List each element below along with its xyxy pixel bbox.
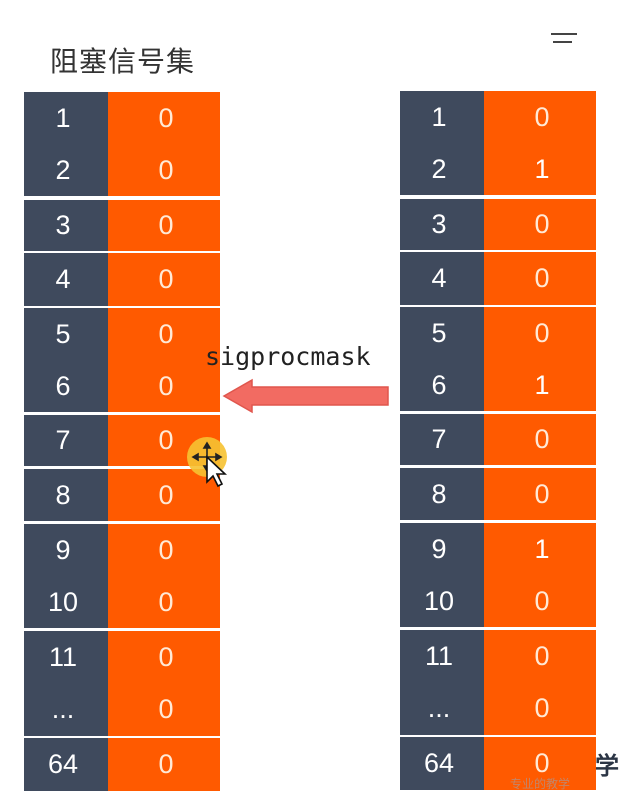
page-title: 阻塞信号集 [50,45,196,78]
signal-index: 9 [400,523,484,575]
signal-bit: 0 [108,253,220,306]
signal-bit: 1 [484,143,596,195]
watermark-text: 专业的教学 [510,777,571,791]
signal-index: 11 [24,631,108,683]
signal-bit: 0 [484,630,596,682]
signal-bit: 0 [484,199,596,250]
signal-index: ... [24,683,108,736]
signal-index: 10 [24,576,108,628]
signal-index: 6 [24,360,108,412]
signal-bit: 0 [108,631,220,683]
signal-bit: 0 [484,737,596,790]
signal-bit: 0 [108,576,220,628]
arrow-shape [222,378,389,414]
signal-index: 5 [400,307,484,359]
left-arrow-icon [222,378,389,414]
signal-bit: 0 [108,360,220,412]
signal-bit: 0 [108,738,220,791]
signal-index: 1 [400,91,484,143]
signal-index: ... [400,682,484,735]
signal-bit: 0 [484,91,596,143]
signal-bit: 0 [484,414,596,465]
signal-bit: 0 [108,92,220,144]
signal-bit: 0 [108,308,220,360]
signal-index: 7 [400,414,484,465]
signal-bit: 0 [484,307,596,359]
signal-index: 6 [400,359,484,411]
signal-bit: 0 [108,469,220,521]
signal-index: 1 [24,92,108,144]
watermark: 学 专业的教学 [440,740,625,800]
signal-bit: 0 [484,468,596,520]
signal-index: 7 [24,415,108,466]
table-row: ...0 [400,682,596,735]
signal-index: 10 [400,575,484,627]
signal-bit: 0 [108,144,220,196]
signal-index: 11 [400,630,484,682]
signal-bit: 1 [484,359,596,411]
move-cursor-icon [187,437,228,488]
signal-index: 8 [400,468,484,520]
signal-index: 9 [24,524,108,576]
signal-index: 4 [24,253,108,306]
signal-index: 2 [400,143,484,195]
signal-bit: 0 [484,682,596,735]
watermark-glyph: 学 [595,752,619,780]
signal-bit: 0 [108,683,220,736]
signal-bit: 0 [484,252,596,305]
signal-bit: 1 [484,523,596,575]
sigprocmask-label: sigprocmask [205,342,371,371]
signal-bit: 0 [484,575,596,627]
signal-index: 2 [24,144,108,196]
signal-index: 64 [400,737,484,790]
signal-index: 3 [24,200,108,251]
table-row: ...0 [24,683,220,736]
signal-index: 64 [24,738,108,791]
menu-icon[interactable] [551,31,579,47]
signal-index: 4 [400,252,484,305]
signal-index: 3 [400,199,484,250]
signal-index: 5 [24,308,108,360]
signal-index: 8 [24,469,108,521]
signal-bit: 0 [108,200,220,251]
signal-bit: 0 [108,524,220,576]
